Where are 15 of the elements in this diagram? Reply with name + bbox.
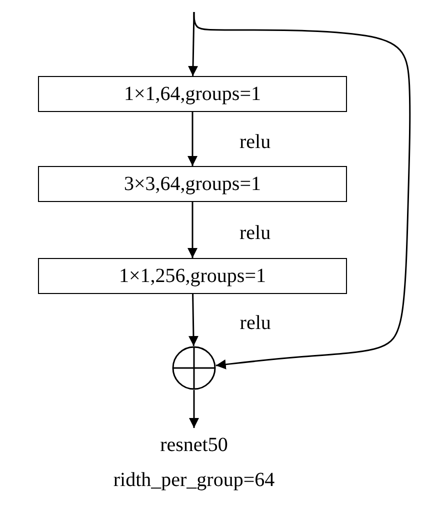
layer-box [38, 258, 347, 294]
layer-label: 1×1,256,groups=1 [118, 264, 266, 288]
layer-label: 1×1,64,groups=1 [124, 82, 261, 106]
arrow [188, 294, 198, 346]
layer-box [38, 76, 347, 112]
caption-text: ridth_per_group=64 [113, 469, 275, 492]
layer-box [38, 166, 347, 202]
arrow [189, 390, 199, 428]
caption-text: resnet50 [160, 434, 228, 457]
sum-circle [172, 346, 216, 390]
arrow [188, 112, 198, 166]
arrow [188, 12, 198, 76]
layer-label: 3×3,64,groups=1 [124, 172, 261, 196]
arrow [188, 202, 198, 258]
arrow [193, 12, 411, 370]
